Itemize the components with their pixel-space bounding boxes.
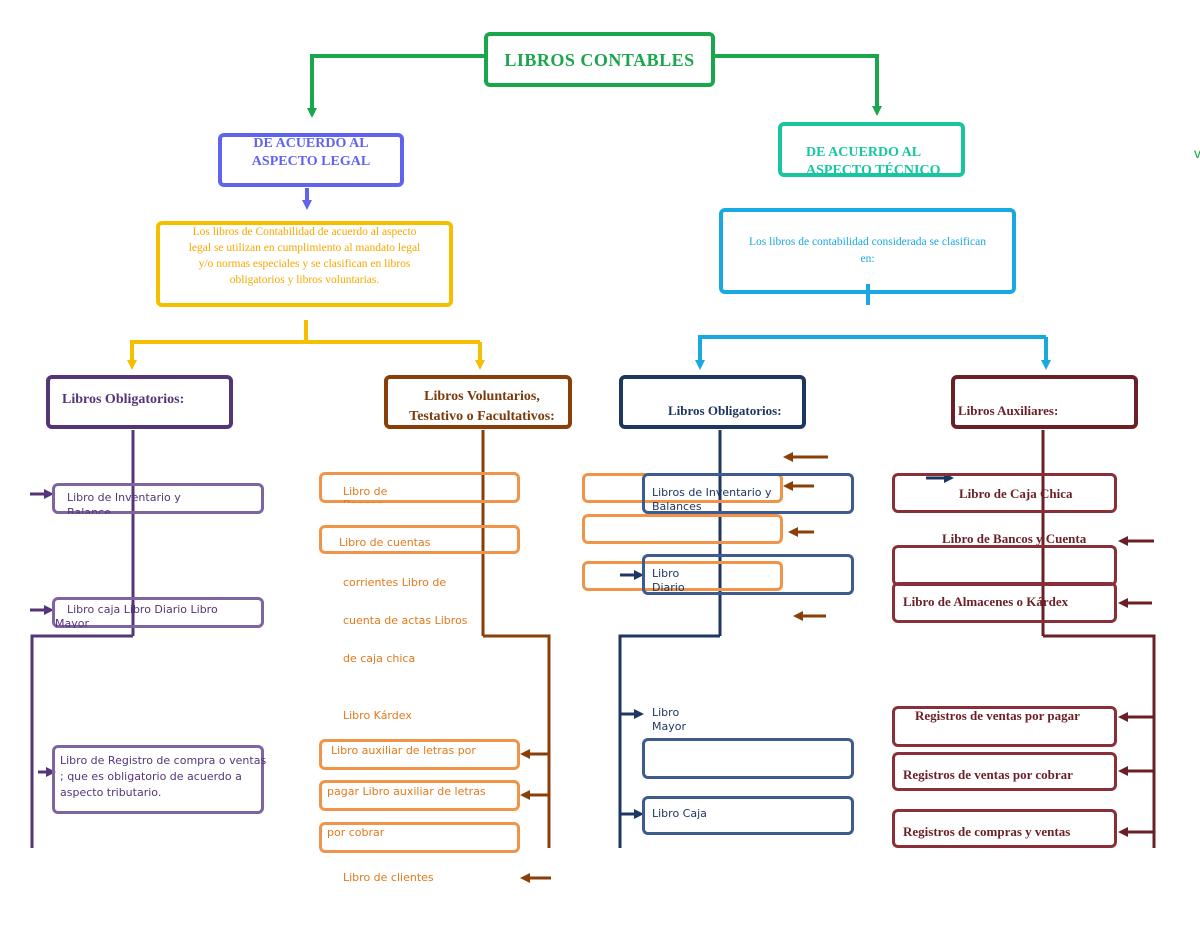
- tecnico-heading-box: [778, 122, 965, 177]
- voluntario-item-box: [319, 822, 520, 853]
- legal-description-box: [156, 221, 453, 307]
- obligatorios-tecnico-heading: Libros Obligatorios:: [668, 403, 782, 418]
- auxiliar-item: Registros de ventas por pagar: [915, 708, 1080, 723]
- voluntario-item-box: [319, 525, 520, 554]
- auxiliar-item-box: [892, 809, 1117, 848]
- tecnico-item-box: [642, 796, 854, 835]
- legal-description: Los libros de Contabilidad de acuerdo al…: [188, 226, 421, 286]
- voluntario-item-box: [319, 780, 520, 811]
- voluntario-item-box: [319, 472, 520, 503]
- voluntario-item: cuenta de actas Libros: [343, 614, 468, 627]
- voluntarios-spine: [481, 430, 551, 883]
- corner-mark: v: [1194, 145, 1200, 161]
- voluntarios-box: [384, 375, 572, 429]
- voluntario-item: Libro de clientes: [343, 871, 434, 884]
- legal-split: [127, 320, 485, 370]
- title-branches: [307, 54, 882, 118]
- obligatorio-item-box: [52, 483, 264, 514]
- tecnico-item-box: [642, 473, 854, 514]
- auxiliar-item: Libro de Bancos y Cuenta: [942, 531, 1087, 546]
- tecnico-heading: DE ACUERDO AL ASPECTO TÉCNICO: [806, 145, 941, 176]
- decorative-orange-box: [582, 514, 783, 544]
- voluntarios-heading: Libros Voluntarios, Testativo o Facultat…: [409, 389, 555, 424]
- auxiliar-item-box: [892, 545, 1117, 586]
- voluntario-item-box: [319, 739, 520, 770]
- obligatorios-legal-spine: [30, 430, 135, 848]
- auxiliar-item-box: [892, 706, 1117, 747]
- tecnico-item: Libro Caja: [652, 807, 707, 820]
- tecnico-item: Libros de Inventario y Balances: [652, 486, 772, 510]
- auxiliar-item: Registros de compras y ventas: [903, 824, 1071, 839]
- auxiliares-box: [951, 375, 1138, 429]
- tecnico-item-box: [642, 738, 854, 779]
- tecnico-description-box: [719, 208, 1016, 294]
- voluntario-item: de caja chica: [343, 652, 416, 665]
- voluntario-item: Libro Kárdex: [343, 709, 412, 722]
- auxiliar-item: Registros de ventas por cobrar: [903, 767, 1073, 782]
- voluntario-item: Libro auxiliar de letras por: [331, 744, 476, 757]
- obligatorio-item-box: [52, 597, 264, 628]
- floating-arrows: [783, 452, 828, 621]
- obligatorio-item: Libro caja Libro Diario Libro Mayor: [55, 603, 218, 628]
- tecnico-item: Libro Diario: [652, 567, 685, 593]
- obligatorios-tecnico-box: [619, 375, 806, 429]
- auxiliar-item: Libro de Almacenes o Kárdex: [903, 594, 1069, 609]
- voluntario-item: Libro de Bancos: [343, 485, 388, 503]
- obligatorios-tecnico-spine: [618, 430, 722, 848]
- tecnico-split: [695, 284, 1051, 370]
- obligatorios-legal-heading: Libros Obligatorios:: [62, 392, 185, 407]
- voluntario-item: por cobrar: [327, 826, 385, 839]
- auxiliares-heading: Libros Auxiliares:: [958, 403, 1059, 418]
- tecnico-item-box: [642, 554, 854, 595]
- voluntario-item: pagar Libro auxiliar de letras: [327, 785, 486, 798]
- obligatorio-item-box: [52, 745, 264, 814]
- legal-heading-box: [218, 133, 404, 187]
- auxiliares-spine: [1041, 430, 1156, 848]
- auxiliar-item-box: [892, 752, 1117, 791]
- title-box: [484, 32, 715, 87]
- obligatorio-item: Libro de Registro de compra o ventas ; q…: [60, 754, 267, 799]
- legal-heading: DE ACUERDO AL ASPECTO LEGAL: [251, 136, 371, 169]
- voluntario-item: corrientes Libro de: [343, 576, 447, 589]
- obligatorio-item: Libro de Inventario y Balance: [67, 491, 181, 514]
- auxiliar-item-box: [892, 473, 1117, 513]
- decorative-orange-box: [582, 561, 783, 591]
- auxiliar-item-box: [892, 582, 1117, 623]
- auxiliar-item: Libro de Caja Chica: [959, 486, 1073, 501]
- tecnico-item: Libro Mayor: [652, 706, 686, 733]
- obligatorios-legal-box: [46, 375, 233, 429]
- tecnico-description: Los libros de contabilidad considerada s…: [749, 236, 986, 265]
- page-title: LIBROS CONTABLES: [504, 50, 695, 70]
- voluntario-item: Libro de cuentas: [339, 536, 431, 549]
